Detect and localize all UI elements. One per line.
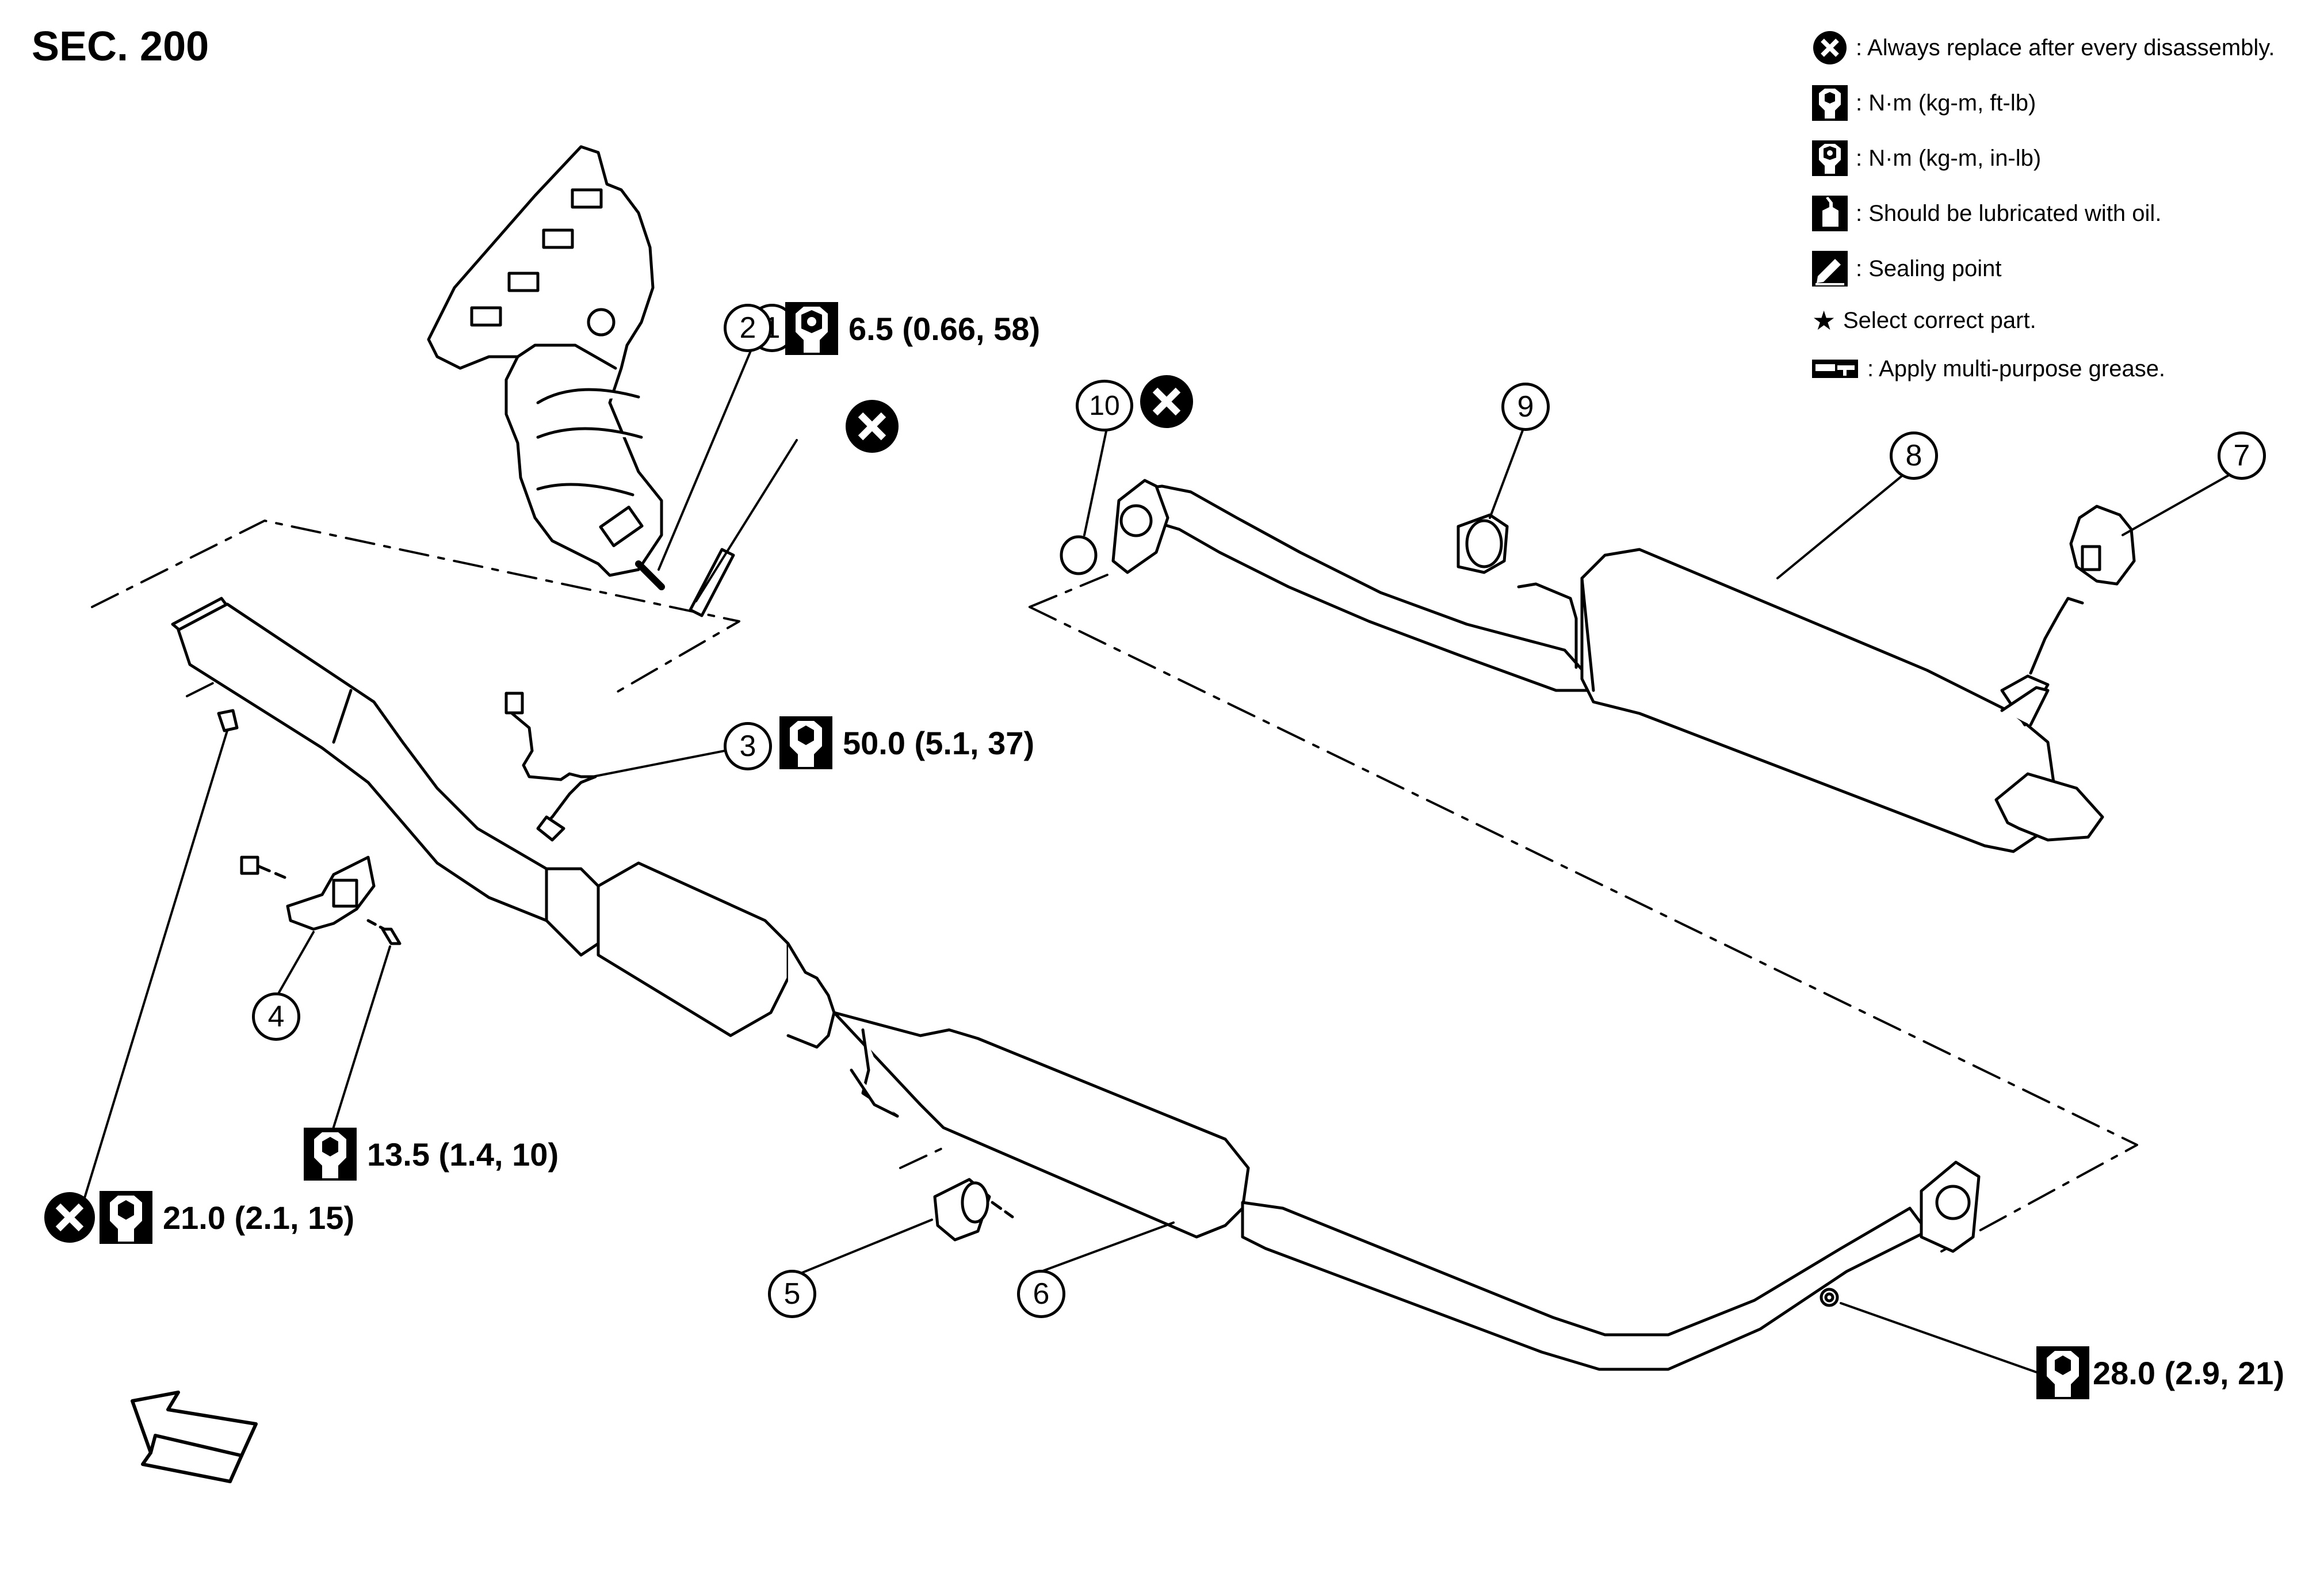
section-title: SEC. 200 [32,24,209,70]
ring-gasket [1060,535,1098,575]
legend-torque-in-lb: : N·m (kg-m, in-lb) [1812,131,2318,186]
legend-select-part: ★ Select correct part. [1812,306,2036,335]
oxygen-sensor [504,692,597,842]
torque-spec-rear-flange: 28.0 (2.9, 21) [2036,1346,2284,1399]
legend-sealing-point: : Sealing point [1812,241,2318,296]
center-pipe [1241,1201,1929,1371]
rubber-mount [933,1178,1014,1242]
torque-ft-lb-icon [304,1128,357,1181]
main-catalyst [545,861,836,1049]
gasket [689,548,735,617]
torque-spec-part-2: 6.5 (0.66, 58) [785,302,1040,355]
legend-torque-ft-lb: : N·m (kg-m, ft-lb) [1812,75,2318,131]
legend-lubricate: : Should be lubricated with oil. [1812,186,2318,241]
torque-spec-front-flange: 21.0 (2.1, 15) [43,1191,354,1244]
torque-ft-lb-icon [1812,85,1848,121]
callout-6: 6 [1017,1270,1065,1318]
sealing-point-icon [1812,251,1848,287]
grease-icon [1812,357,1859,380]
torque-spec-part-4: 13.5 (1.4, 10) [304,1128,559,1181]
callout-7: 7 [2218,432,2266,480]
callout-10: 10 [1076,380,1133,432]
torque-in-lb-icon [785,302,838,355]
alignment-dash-lines [91,520,2138,1253]
rear-muffler-assembly [1111,479,2104,853]
always-replace-icon [844,399,900,454]
legend: : Always replace after every disassembly… [1812,20,2318,393]
legend-grease: : Apply multi-purpose grease. [1812,345,2318,393]
torque-ft-lb-icon [2036,1346,2089,1399]
torque-ft-lb-icon [779,716,832,769]
always-replace-icon [1139,374,1194,429]
always-replace-icon [1812,30,1848,66]
callout-5: 5 [768,1270,816,1318]
callout-4: 4 [252,992,300,1041]
always-replace-icon [43,1191,96,1244]
callout-8: 8 [1890,432,1938,480]
exhaust-manifold-catalyst [427,145,663,577]
leader-lines [79,350,2236,1373]
callout-2: 2 [724,304,772,352]
rubber-hanger [2069,505,2136,586]
torque-ft-lb-icon [100,1191,152,1244]
front-tube [171,597,548,922]
oil-can-icon [1812,196,1848,231]
rear-flange [1920,1160,1981,1253]
torque-in-lb-icon [1812,140,1848,176]
star-icon: ★ [1812,306,1836,335]
callout-3: 3 [724,722,772,770]
front-flange-stud [217,709,239,732]
legend-always-replace: : Always replace after every disassembly… [1812,20,2318,75]
stud-bolt [635,560,665,590]
rear-hanger [1457,513,1509,574]
flange-nut [1820,1288,1839,1307]
torque-spec-part-3: 50.0 (5.1, 37) [779,716,1034,769]
front-direction-arrow [131,1391,258,1457]
mounting-bracket [240,856,402,945]
center-muffler [832,1011,1250,1239]
callout-9: 9 [1501,383,1550,431]
